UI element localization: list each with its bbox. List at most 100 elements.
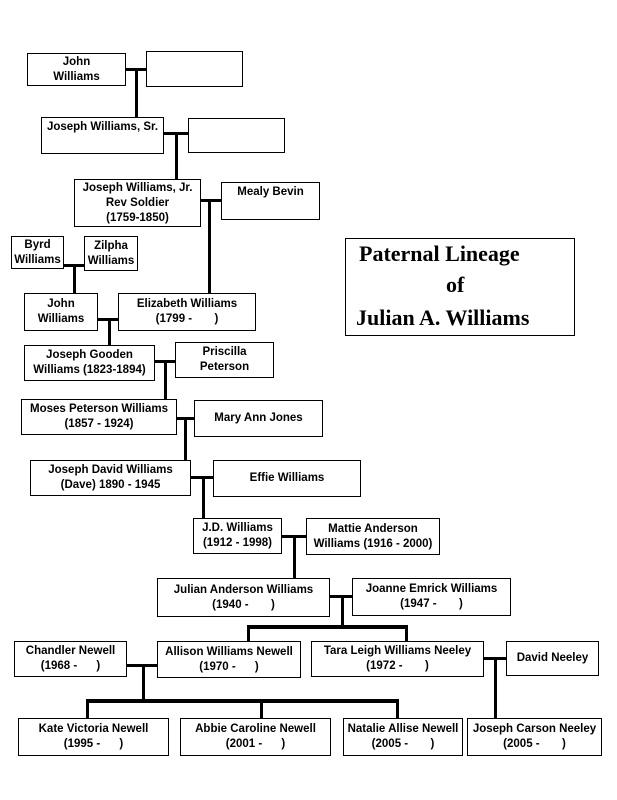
person-text-line: (1759-1850) bbox=[106, 211, 169, 224]
person-mary-ann-jones: Mary Ann Jones bbox=[194, 400, 323, 437]
person-unknown-spouse bbox=[146, 51, 243, 87]
descent-line bbox=[135, 69, 138, 118]
title-line-1: Paternal Lineage bbox=[359, 241, 520, 266]
descent-line bbox=[184, 418, 187, 460]
person-text-line: Williams bbox=[14, 253, 61, 266]
child-drop-line bbox=[86, 699, 89, 718]
person-text-line: Williams bbox=[53, 70, 100, 83]
person-text-line: Zilpha bbox=[94, 239, 128, 252]
descent-line bbox=[108, 319, 111, 345]
person-david-neeley: David Neeley bbox=[506, 641, 599, 676]
person-text-line: Abbie Caroline Newell bbox=[195, 723, 316, 735]
descent-line bbox=[202, 477, 205, 518]
person-chandler-newell: Chandler Newell (1968 - ) bbox=[14, 641, 127, 677]
person-joseph-williams-jr: Joseph Williams, Jr. Rev Soldier (1759-185… bbox=[74, 179, 201, 227]
person-text-line: Williams (1916 - 2000) bbox=[313, 537, 433, 550]
person-joseph-carson-neeley: Joseph Carson Neeley (2005 - ) bbox=[467, 718, 602, 756]
person-joseph-david-williams: Joseph David Williams (Dave) 1890 - 1945 bbox=[30, 460, 191, 496]
person-text-line: Byrd bbox=[24, 238, 51, 251]
person-text-line: Joanne Emrick Williams bbox=[365, 583, 498, 595]
title-line-3: Julian A. Williams bbox=[356, 305, 530, 330]
sibling-line bbox=[86, 699, 399, 703]
person-kate-victoria-newell: Kate Victoria Newell(1995 - ) bbox=[18, 718, 169, 756]
descent-line bbox=[164, 361, 167, 399]
person-text-line: Mary Ann Jones bbox=[214, 412, 303, 424]
person-natalie-allise-newell: Natalie Allise Newell (2005 - ) bbox=[343, 718, 463, 756]
person-text-line: Rev Soldier bbox=[105, 196, 170, 209]
person-text-line: (2005 - ) bbox=[371, 738, 435, 750]
person-text-line: Williams bbox=[37, 313, 85, 325]
person-text-line: Joseph Carson Neeley bbox=[472, 723, 597, 735]
title-box: Paternal Lineage of Julian A. Williams bbox=[345, 238, 575, 336]
person-julian-anderson-williams: Julian Anderson Williams (1940 - ) bbox=[157, 578, 330, 617]
descent-line bbox=[142, 665, 145, 700]
person-text-line: (1972 - ) bbox=[366, 660, 429, 672]
person-text-line: Moses Peterson Williams bbox=[30, 403, 168, 415]
descent-line bbox=[208, 200, 211, 293]
person-allison-williams-newell: Allison Williams Newell (1970 - ) bbox=[157, 641, 301, 678]
person-text-line: (1799 - ) bbox=[155, 313, 219, 325]
person-text-line: Chandler Newell bbox=[25, 645, 116, 657]
person-text-line: (1940 - ) bbox=[212, 598, 275, 611]
person-moses-peterson-williams: Moses Peterson Williams (1857 - 1924) bbox=[21, 399, 177, 435]
person-effie-williams: Effie Williams bbox=[213, 460, 361, 497]
sibling-line bbox=[247, 625, 408, 629]
person-text-line: Julian Anderson Williams bbox=[173, 583, 314, 596]
person-text-line: (1912 - 1998) bbox=[202, 537, 273, 549]
person-tara-leigh-williams-neeley: Tara Leigh Williams Neeley (1972 - ) bbox=[311, 641, 484, 677]
person-text-line: Effie Williams bbox=[249, 472, 325, 484]
person-text-line: Peterson bbox=[199, 361, 250, 373]
person-text-line: Natalie Allise Newell bbox=[347, 723, 459, 735]
title-line-2: of bbox=[446, 272, 465, 297]
person-text-line: Williams bbox=[87, 254, 135, 267]
person-text-line: Mealy Bevin bbox=[237, 186, 304, 198]
descent-line bbox=[341, 596, 344, 626]
person-text-line: (2005 - ) bbox=[503, 738, 566, 750]
person-joanne-emrick-williams: Joanne Emrick Williams (1947 - ) bbox=[352, 578, 511, 616]
person-text-line: Tara Leigh Williams Neeley bbox=[323, 645, 472, 657]
person-text-line: Priscilla bbox=[202, 346, 247, 358]
descent-line bbox=[73, 265, 76, 293]
person-joseph-williams-sr: Joseph Williams, Sr. bbox=[41, 117, 164, 154]
person-text-line: John bbox=[62, 55, 91, 68]
person-text-line: Allison Williams Newell bbox=[165, 645, 293, 658]
person-text-line: J.D. Williams bbox=[202, 522, 273, 534]
person-text-line: (1970 - ) bbox=[199, 660, 259, 673]
marriage-line bbox=[97, 318, 118, 321]
child-drop-line bbox=[396, 699, 399, 718]
person-text-line: Joseph Williams, Sr. bbox=[46, 121, 159, 133]
person-text-line: John bbox=[47, 298, 75, 310]
person-text-line: (1857 - 1924) bbox=[64, 418, 134, 430]
person-text-line: (2001 - ) bbox=[225, 738, 286, 750]
person-text-line: Elizabeth Williams bbox=[136, 298, 238, 310]
person-text-line: Joseph David Williams bbox=[48, 464, 173, 476]
child-drop-line bbox=[260, 699, 263, 718]
person-text-line: (1968 - ) bbox=[40, 660, 101, 672]
descent-line bbox=[293, 536, 296, 578]
person-elizabeth-williams: Elizabeth Williams (1799 - ) bbox=[118, 293, 256, 331]
marriage-line bbox=[201, 199, 221, 202]
person-text-line: (1947 - ) bbox=[400, 598, 463, 610]
descent-line bbox=[175, 133, 178, 179]
person-text-line: Joseph Williams, Jr. bbox=[82, 181, 193, 194]
child-drop-line bbox=[247, 625, 250, 641]
person-text-line: Mattie Anderson bbox=[328, 522, 418, 535]
child-drop-line bbox=[405, 625, 408, 641]
person-jd-williams: J.D. Williams (1912 - 1998) bbox=[193, 518, 282, 554]
person-text-line: (Dave) 1890 - 1945 bbox=[60, 479, 161, 491]
person-text-line: David Neeley bbox=[516, 652, 589, 664]
descent-line bbox=[494, 658, 497, 718]
person-abbie-caroline-newell: Abbie Caroline Newell (2001 - ) bbox=[180, 718, 331, 756]
person-mealy-bevin: Mealy Bevin bbox=[221, 182, 320, 220]
person-text-line: Williams (1823-1894) bbox=[33, 364, 146, 376]
person-text-line: Joseph Gooden bbox=[46, 349, 133, 361]
person-text-line: (1995 - ) bbox=[63, 738, 124, 750]
person-unknown-spouse bbox=[188, 118, 285, 153]
